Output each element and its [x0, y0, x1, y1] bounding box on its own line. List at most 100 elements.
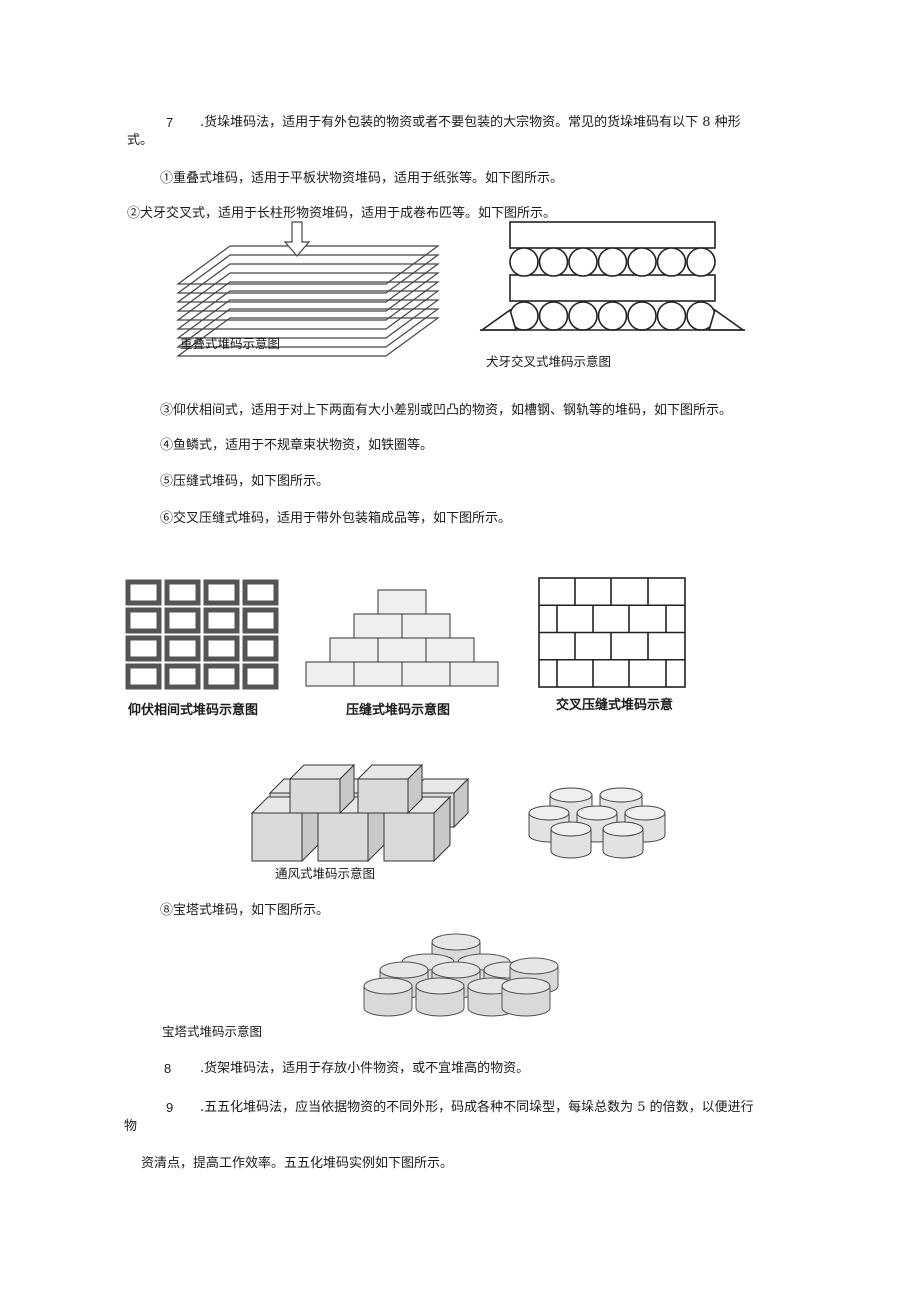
roll-cylinder: [627, 301, 657, 331]
seam-box: [329, 637, 379, 663]
cylinder-body: [415, 986, 465, 1017]
caption-overlap: 重叠式堆码示意图: [180, 336, 281, 351]
seam-pyramid-figure: [305, 589, 499, 687]
cylinder-body: [550, 829, 592, 859]
channel-cell: [203, 579, 240, 606]
cylinder-top: [602, 821, 644, 837]
box-front: [289, 778, 341, 814]
caption-ventilated: 通风式堆码示意图: [275, 866, 376, 881]
type4-fish-scale: ④鱼鳞式，适用于不规章束状物资，如铁圈等。: [160, 438, 434, 453]
item9-continuation-2: 资清点，提高工作效率。五五化堆码实例如下图所示。: [141, 1156, 454, 1171]
item7-text: .货垛堆码法，适用于有外包装的物资或者不要包装的大宗物资。常见的货垛堆码有以下 …: [200, 115, 741, 130]
sheet-layer: [176, 272, 440, 312]
channel-cell: [125, 579, 162, 606]
sheet-layer: [176, 308, 440, 348]
cylinder-top: [431, 961, 481, 979]
channel-cell: [242, 663, 279, 690]
cylinder-top: [431, 933, 481, 951]
type8-pagoda: ⑧宝塔式堆码，如下图所示。: [160, 903, 330, 918]
sheet-layer: [176, 281, 440, 321]
channel-cell: [242, 635, 279, 662]
roll-cylinder: [597, 301, 628, 331]
seam-box: [377, 589, 427, 615]
seam-box: [425, 637, 475, 663]
item7-number: 7: [166, 115, 174, 130]
cylinder-top: [501, 977, 551, 995]
item9-text: .五五化堆码法，应当依据物资的不同外形，码成各种不同垛型，每垛总数为 5 的倍数…: [200, 1100, 754, 1115]
seam-box: [353, 613, 403, 639]
type3-alternating: ③仰伏相间式，适用于对上下两面有大小差别或凹凸的物资，如槽钢、钢轨等的堆码，如下…: [160, 403, 733, 418]
channel-cell: [125, 663, 162, 690]
cross-seam-figure: [538, 577, 686, 688]
box-front: [251, 812, 303, 862]
roll-cylinder: [568, 247, 598, 277]
seam-box: [377, 637, 427, 663]
sheet-layer: [176, 317, 440, 357]
sheet-layer: [176, 299, 440, 339]
cylinder-top: [415, 977, 465, 995]
cylinder-top: [550, 821, 592, 837]
type5-seam: ⑤压缝式堆码，如下图所示。: [160, 474, 330, 489]
roll-cylinder: [538, 247, 569, 277]
box-front: [357, 778, 409, 814]
caption-pagoda: 宝塔式堆码示意图: [162, 1024, 263, 1039]
channel-cell: [164, 635, 201, 662]
alternating-figure: [125, 579, 279, 690]
ventilated-boxes-figure: [250, 763, 470, 863]
roll-cylinder: [597, 247, 628, 277]
pagoda-figure: [363, 933, 559, 1017]
sheet-layer: [176, 263, 440, 303]
item8-number: 8: [164, 1061, 172, 1076]
caption-crisscross: 犬牙交叉式堆码示意图: [486, 354, 612, 369]
seam-box: [401, 613, 451, 639]
roll-cylinder: [656, 247, 687, 277]
seam-box: [305, 661, 355, 687]
roll-cylinder: [656, 301, 687, 331]
channel-cell: [164, 579, 201, 606]
box-front: [317, 812, 369, 862]
roll-cylinder: [568, 301, 598, 331]
sheet-layer: [176, 254, 440, 294]
cylinder-body: [602, 829, 644, 859]
item9-continuation-1: 物: [124, 1119, 138, 1134]
sheet-layer: [176, 245, 440, 285]
channel-cell: [242, 579, 279, 606]
overlap-stack-figure: [176, 221, 440, 357]
roll-cylinder: [538, 301, 569, 331]
channel-cell: [125, 607, 162, 634]
box-front: [383, 812, 435, 862]
item7-continuation: 式。: [127, 133, 154, 148]
cylinder-top: [599, 787, 643, 803]
channel-cell: [203, 663, 240, 690]
sheet-layer: [176, 290, 440, 330]
roll-cylinder: [627, 247, 657, 277]
channel-cell: [242, 607, 279, 634]
cylinder-body: [363, 986, 413, 1017]
cylinder-top: [363, 977, 413, 995]
channel-cell: [203, 607, 240, 634]
seam-box: [449, 661, 499, 687]
caption-seam: 压缝式堆码示意图: [346, 703, 451, 718]
cylinder-top: [528, 805, 570, 821]
cylinder-top: [549, 787, 593, 803]
channel-cell: [164, 663, 201, 690]
seam-box: [353, 661, 403, 687]
cylinder-top: [379, 961, 429, 979]
channel-cell: [203, 635, 240, 662]
caption-alternating: 仰伏相间式堆码示意图: [128, 703, 259, 718]
channel-cell: [125, 635, 162, 662]
cylinder-body: [501, 986, 551, 1017]
item8-text: .货架堆码法，适用于存放小件物资，或不宜堆高的物资。: [200, 1061, 530, 1076]
roll-cylinder: [509, 247, 539, 277]
caption-cross-seam: 交叉压缝式堆码示意: [556, 698, 674, 713]
type2-crisscross: ②犬牙交叉式，适用于长柱形物资堆码，适用于成卷布匹等。如下图所示。: [127, 206, 557, 221]
channel-cell: [164, 607, 201, 634]
type6-cross-seam: ⑥交叉压缝式堆码，适用于带外包装箱成品等，如下图所示。: [160, 511, 512, 526]
seam-box: [401, 661, 451, 687]
cylinder-top: [509, 957, 559, 975]
cylinder-top: [576, 805, 618, 821]
type1-overlap: ①重叠式堆码，适用于平板状物资堆码，适用于纸张等。如下图所示。: [160, 171, 564, 186]
crisscross-figure: [479, 221, 746, 331]
fish-scale-cylinders-figure: [528, 787, 666, 859]
cylinder-top: [624, 805, 666, 821]
